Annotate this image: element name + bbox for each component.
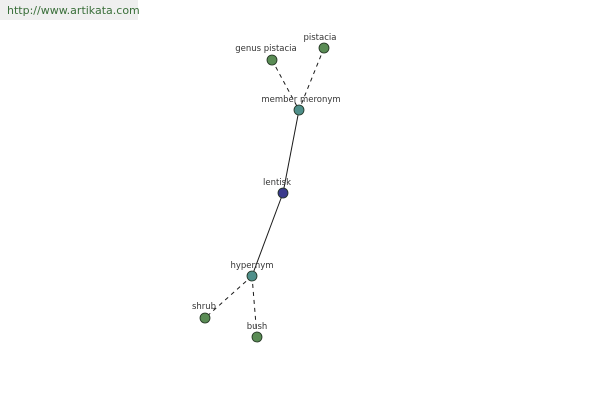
node-bush[interactable] (251, 331, 263, 343)
labels-layer: genus pistacia pistacia member meronym lent… (192, 33, 341, 332)
node-label-member-meronym[interactable]: member meronym (261, 95, 340, 105)
node-label-shrub[interactable]: shrub (192, 302, 216, 312)
node-label-hypernym[interactable]: hypernym (230, 261, 273, 271)
node-shrub[interactable] (199, 312, 211, 324)
edge-hypernym-to-bush (251, 275, 258, 338)
node-label-pistacia[interactable]: pistacia (304, 33, 337, 43)
edge-genus-pistacia-to-member-meronym (271, 59, 300, 111)
site-url[interactable]: http://www.artikata.com (0, 0, 140, 20)
edge-member-meronym-to-lentisk (282, 109, 300, 194)
node-pistacia[interactable] (318, 42, 330, 54)
node-hypernym[interactable] (246, 270, 258, 282)
node-label-lentisk[interactable]: lentisk (263, 178, 291, 188)
edge-hypernym-to-shrub (204, 275, 253, 319)
edges-layer (204, 47, 325, 338)
node-genus-pistacia[interactable] (266, 54, 278, 66)
node-lentisk[interactable] (277, 187, 289, 199)
node-label-genus-pistacia[interactable]: genus pistacia (235, 44, 297, 54)
node-member-meronym[interactable] (293, 104, 305, 116)
node-label-bush[interactable]: bush (247, 322, 268, 332)
nodes-layer (199, 42, 330, 343)
edge-lentisk-to-hypernym (251, 192, 284, 277)
edge-pistacia-to-member-meronym (298, 47, 325, 111)
